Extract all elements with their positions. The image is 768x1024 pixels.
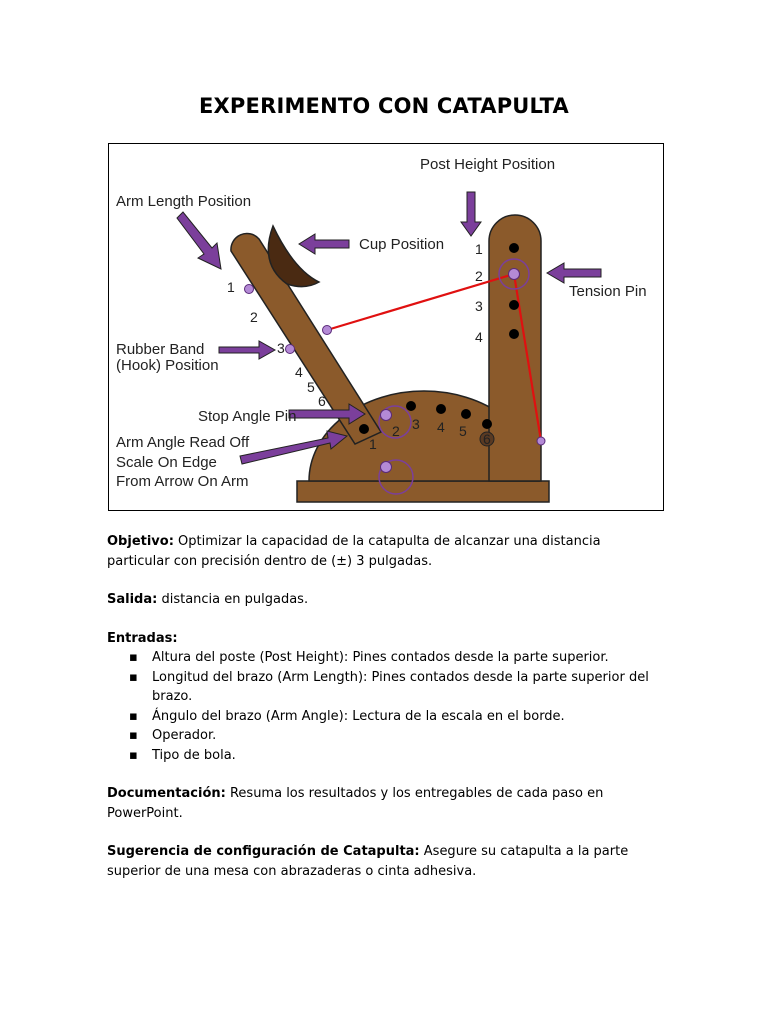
stop-angle-ring [378, 405, 412, 439]
post-number: 3 [475, 298, 483, 314]
arm-angle-arrow [239, 430, 349, 465]
post-hole [509, 243, 519, 253]
list-item: ▪Longitud del brazo (Arm Length): Pines … [129, 669, 649, 705]
label-rubber-band-1: Rubber Band [116, 341, 204, 358]
rubber-band-arrow [218, 340, 277, 360]
post [488, 214, 542, 482]
label-arm-angle-2: Scale On Edge [116, 454, 217, 471]
base-plank [296, 480, 550, 503]
arm-number: 2 [250, 309, 258, 325]
base-number: 1 [369, 436, 377, 452]
sugerencia-label: Sugerencia de configuración de Catapulta… [107, 844, 420, 859]
bottom-hook [536, 436, 546, 446]
entradas-heading: Entradas: [107, 629, 667, 649]
post-hole [509, 329, 519, 339]
documentacion-text: Resuma los resultados y los entregables … [107, 786, 604, 821]
base-hole [461, 409, 471, 419]
label-arm-angle-1: Arm Angle Read Off [116, 434, 250, 451]
label-arm-length: Arm Length Position [116, 193, 251, 210]
objetivo-paragraph: Objetivo: Optimizar la capacidad de la c… [107, 532, 667, 571]
lower-pin [380, 461, 392, 473]
arm-number: 5 [307, 379, 315, 395]
stop-angle-arrow [288, 403, 366, 425]
tension-pin-arrow [546, 262, 602, 284]
base-number: 6 [483, 431, 491, 447]
lower-pin-ring [378, 459, 414, 495]
arm [230, 232, 383, 445]
salida-label: Salida: [107, 592, 158, 607]
cup [267, 224, 321, 288]
entradas-list: ▪Altura del poste (Post Height): Pines c… [107, 648, 667, 765]
tension-pin [508, 268, 520, 280]
label-arm-angle-3: From Arrow On Arm [116, 473, 249, 490]
stop-angle-pin [380, 409, 392, 421]
arm-number: 1 [227, 279, 235, 295]
label-tension-pin: Tension Pin [569, 283, 647, 300]
documentacion-label: Documentación: [107, 786, 226, 801]
catapult-diagram: Post Height Position Arm Length Position… [108, 143, 664, 511]
tension-pin-ring [498, 258, 530, 290]
base-hole-6 [479, 431, 495, 447]
label-cup: Cup Position [359, 236, 444, 253]
label-stop-angle: Stop Angle Pin [198, 408, 296, 425]
bullet-icon: ▪ [129, 708, 138, 724]
bullet-icon: ▪ [129, 728, 138, 743]
base-hole [436, 404, 446, 414]
base-number: 5 [459, 423, 467, 439]
salida-text: distancia en pulgadas. [157, 592, 309, 607]
cup-arrow [298, 233, 350, 255]
post-height-arrow [460, 191, 482, 237]
sugerencia-text: Asegure su catapulta a la parte superior… [107, 844, 629, 879]
post-number: 2 [475, 268, 483, 284]
sugerencia-paragraph: Sugerencia de configuración de Catapulta… [107, 842, 667, 881]
objetivo-text: Optimizar la capacidad de la catapulta d… [107, 534, 601, 569]
catapult-illustration: Post Height Position Arm Length Position… [116, 156, 647, 503]
base-number: 4 [437, 419, 445, 435]
base-number: 3 [412, 416, 420, 432]
post-number: 1 [475, 241, 483, 257]
documentacion-paragraph: Documentación: Resuma los resultados y l… [107, 784, 667, 823]
arm-number: 6 [318, 393, 326, 409]
label-post-height: Post Height Position [420, 156, 555, 173]
page-title: EXPERIMENTO CON CATAPULTA [199, 94, 569, 118]
base-hole [482, 419, 492, 429]
list-item: ▪Altura del poste (Post Height): Pines c… [107, 648, 667, 668]
arm-hook [285, 344, 295, 354]
bullet-icon: ▪ [129, 650, 138, 665]
arm-hook [322, 325, 332, 335]
arm-number: 4 [295, 364, 303, 380]
base-hole [359, 424, 369, 434]
arm-number: 3 [277, 340, 285, 356]
entradas-label: Entradas: [107, 630, 178, 646]
bullet-icon: ▪ [129, 747, 138, 763]
objetivo-label: Objetivo: [107, 534, 174, 549]
post-hole [509, 300, 519, 310]
list-item: ▪Tipo de bola. [107, 746, 667, 766]
document-body: Objetivo: Optimizar la capacidad de la c… [107, 532, 667, 881]
arm-hook [244, 284, 254, 294]
base-hole [406, 401, 416, 411]
arm-length-arrow [176, 211, 222, 270]
list-item: ▪Ángulo del brazo (Arm Angle): Lectura d… [107, 707, 667, 727]
bullet-icon: ▪ [129, 669, 138, 685]
list-item: ▪Operador. [107, 726, 667, 746]
post-number: 4 [475, 329, 483, 345]
label-rubber-band-2: (Hook) Position [116, 357, 219, 374]
salida-paragraph: Salida: distancia en pulgadas. [107, 590, 667, 610]
base-number: 2 [392, 423, 400, 439]
